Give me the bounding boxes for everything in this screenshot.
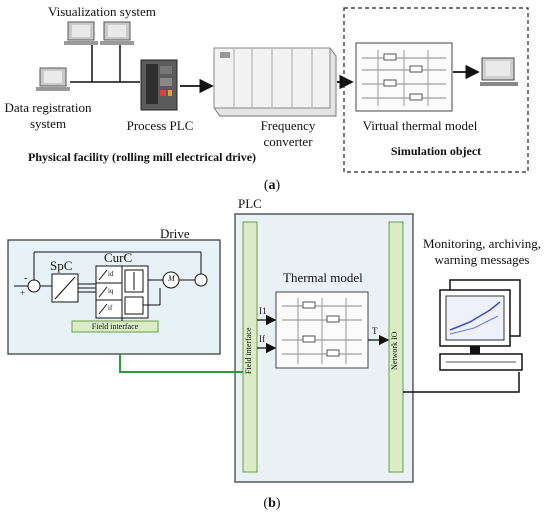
label-iq: iq	[108, 287, 114, 295]
label-monitoring-line2: warning messages	[434, 252, 530, 267]
label-data-registration-line2: system	[29, 116, 67, 131]
label-physical-facility: Physical facility (rolling mill electric…	[28, 150, 257, 164]
simulation-object-frame	[343, 7, 529, 173]
label-network-io: Network IO	[390, 331, 399, 370]
process-plc-icon	[140, 59, 178, 111]
drive-field-interface-bar	[71, 320, 159, 333]
label-frequency-converter-line2: converter	[263, 134, 313, 149]
caption-b-letter: b	[268, 496, 276, 511]
label-simulation-object: Simulation object	[390, 144, 482, 158]
plc-to-monitor-wire	[403, 372, 520, 393]
monitoring-computer-icon	[439, 279, 523, 371]
label-minus: -	[24, 273, 28, 284]
speed-feedback-loop	[14, 251, 202, 287]
caption-b: (b)	[263, 496, 281, 511]
plc-network-io-bar	[388, 221, 404, 473]
label-plc: PLC	[238, 196, 262, 211]
visualization-computer-1-icon	[64, 21, 98, 45]
label-id: id	[108, 270, 114, 278]
thermal-model-schematic	[275, 291, 369, 369]
label-if: if	[108, 304, 113, 312]
plc-field-interface-bar	[242, 221, 258, 473]
label-spc: SpC	[50, 258, 73, 273]
label-process-plc: Process PLC	[126, 118, 194, 133]
label-signal-i1: I1	[259, 306, 267, 316]
frequency-converter-icon	[213, 47, 337, 117]
label-virtual-thermal-model: Virtual thermal model	[362, 118, 478, 133]
label-field-interface-drive: Field interface	[91, 322, 139, 331]
caption-a-letter: a	[268, 178, 276, 193]
label-visualization-system: Visualization system	[48, 4, 156, 19]
label-frequency-converter-line1: Frequency	[260, 118, 316, 133]
label-signal-t: T	[372, 326, 378, 336]
label-thermal-model: Thermal model	[283, 270, 363, 285]
curc-block	[95, 265, 149, 319]
label-signal-if: If	[259, 334, 265, 344]
label-monitoring-line1: Monitoring, archiving,	[422, 236, 542, 251]
panel-a	[36, 7, 529, 173]
summing-junction	[27, 279, 41, 293]
caption-a: (a)	[263, 178, 281, 193]
network-bus	[70, 45, 140, 83]
panel-b	[7, 213, 523, 483]
label-motor: M	[168, 274, 175, 283]
data-registration-computer-icon	[36, 67, 70, 91]
label-plus: +	[20, 288, 26, 298]
drive-to-plc-wire	[119, 354, 243, 373]
label-drive: Drive	[160, 226, 190, 241]
monitor-computer-icon	[480, 57, 518, 86]
visualization-computer-2-icon	[100, 21, 134, 45]
label-curc: CurC	[104, 250, 133, 265]
label-data-registration-line1: Data registration	[4, 100, 92, 115]
virtual-thermal-model-schematic	[355, 42, 453, 112]
motor-icon	[162, 271, 180, 289]
label-field-interface-plc: Field interface	[244, 327, 253, 374]
encoder-icon	[194, 273, 208, 287]
